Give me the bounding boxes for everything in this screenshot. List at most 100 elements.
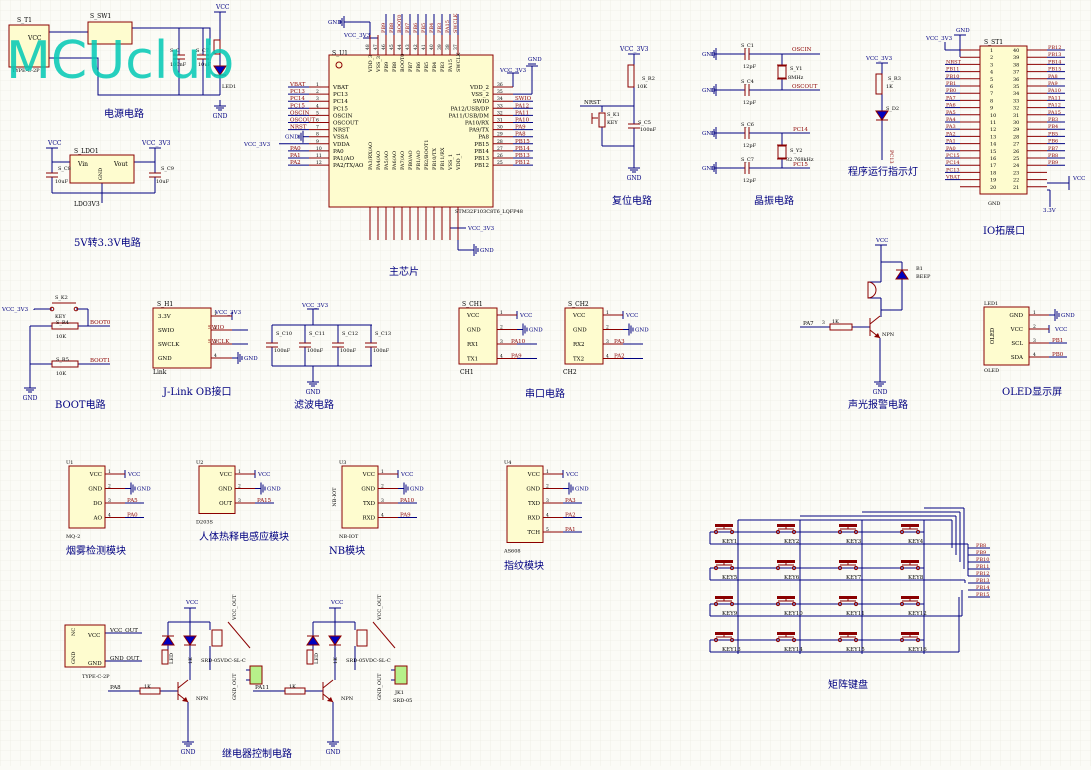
pin-name: PB6 bbox=[416, 62, 422, 72]
pir-module-body bbox=[198, 465, 236, 514]
pin-number: 5 bbox=[990, 77, 993, 83]
part-ref: S_K1 bbox=[607, 112, 620, 118]
pin-name: GND bbox=[98, 168, 104, 180]
part-ref: S_SW1 bbox=[90, 13, 111, 20]
part-ref: S_ST1 bbox=[984, 39, 1003, 46]
section-title-relay: 继电器控制电路 bbox=[222, 747, 292, 760]
net-label: PA1 bbox=[946, 139, 956, 145]
net-label: PA10 bbox=[511, 339, 526, 345]
section-title-crystal: 晶振电路 bbox=[754, 194, 794, 207]
key-button-cap bbox=[715, 596, 733, 599]
nb-module-body bbox=[341, 465, 379, 529]
resistor bbox=[829, 323, 853, 331]
relay-contact bbox=[227, 621, 251, 649]
fp-module-body bbox=[506, 465, 544, 543]
net-label: PB6 bbox=[1048, 139, 1058, 145]
pin-number: 38 bbox=[1013, 62, 1019, 68]
net-label: GND bbox=[575, 487, 589, 493]
pin-name: VCC bbox=[362, 472, 375, 478]
pin-name: PB14 bbox=[474, 149, 489, 155]
pin-name: PC14 bbox=[333, 99, 348, 105]
key-contact bbox=[775, 637, 781, 643]
net-label: PB9 bbox=[976, 550, 986, 556]
key-contact bbox=[899, 565, 905, 571]
key-contact bbox=[791, 637, 797, 643]
gnd-label: GND bbox=[702, 166, 716, 172]
key-button-cap bbox=[901, 632, 919, 635]
key-label: KEY12 bbox=[908, 611, 927, 617]
net-label: PB14 bbox=[976, 585, 989, 591]
gnd-label: GND bbox=[627, 175, 642, 182]
pin-number: 12 bbox=[316, 160, 322, 166]
gnd-label: GND bbox=[213, 113, 228, 120]
net-label: VBAT bbox=[945, 175, 961, 181]
key-contact bbox=[837, 565, 843, 571]
net-label: PB13 bbox=[976, 578, 989, 584]
gnd-label: GND bbox=[306, 389, 321, 396]
gnd-label: GND bbox=[873, 389, 888, 396]
part-value: Link bbox=[153, 369, 167, 376]
key-contact bbox=[853, 529, 859, 535]
net-label: PB10 bbox=[976, 557, 989, 563]
key-contact bbox=[729, 637, 735, 643]
key-button-cap bbox=[901, 524, 919, 527]
pin-number: 4 bbox=[500, 354, 503, 360]
vcc-label: VCC_3V3 bbox=[619, 46, 649, 53]
vcc-label: 3.3V bbox=[1043, 208, 1057, 214]
key-contact bbox=[899, 637, 905, 643]
key-label: KEY4 bbox=[908, 539, 924, 545]
pin-number: 9 bbox=[316, 139, 319, 145]
key-label: KEY8 bbox=[908, 575, 924, 581]
led-icon bbox=[328, 635, 342, 646]
pin-name: BOOT0 bbox=[400, 54, 406, 72]
net-label: VCC bbox=[519, 313, 532, 319]
part-value: 12pF bbox=[743, 100, 757, 106]
part-ref: S_C11 bbox=[309, 331, 325, 337]
net-label: PB0 bbox=[1052, 352, 1064, 358]
pin-name: NC bbox=[71, 628, 77, 636]
key-contact bbox=[899, 529, 905, 535]
net-label: PA11 bbox=[515, 110, 529, 116]
pin-name: VSS_1 bbox=[448, 154, 454, 171]
section-title-filter: 滤波电路 bbox=[294, 398, 334, 411]
vcc-label: VCC_3V3 bbox=[301, 303, 329, 309]
net-label: PA0 bbox=[127, 513, 138, 519]
vcc-label: VCC_3V3 bbox=[865, 56, 893, 62]
key-contact bbox=[713, 601, 719, 607]
part-ref: U1 bbox=[66, 460, 73, 466]
pin-number: 3 bbox=[238, 498, 241, 504]
net-label: VCC_3V3 bbox=[214, 310, 242, 316]
net-label: PB5 bbox=[421, 23, 427, 33]
pin-name: PA10/RX bbox=[465, 121, 489, 127]
key-contact bbox=[713, 565, 719, 571]
pin-number: 34 bbox=[497, 96, 503, 102]
key-button-cap bbox=[715, 560, 733, 563]
pin-number: 3 bbox=[500, 339, 503, 345]
pin-number: 3 bbox=[214, 339, 217, 345]
section-title-fp: 指纹模块 bbox=[504, 559, 544, 572]
section-title-mcu: 主芯片 bbox=[389, 265, 419, 278]
pin-name: VBAT bbox=[332, 85, 349, 91]
pin-name: GND bbox=[88, 487, 102, 493]
pin-name: GND bbox=[573, 328, 587, 334]
net-label: OSCOUT bbox=[290, 118, 316, 124]
led-icon bbox=[161, 635, 175, 646]
pin-number: 39 bbox=[437, 44, 443, 50]
part-side-label: NB-IOT bbox=[332, 487, 338, 507]
net-label: VCC bbox=[127, 472, 140, 478]
part-ref: S_C7 bbox=[196, 48, 209, 54]
net-label: VCC_OUT bbox=[232, 594, 238, 621]
mcu-body bbox=[328, 54, 494, 208]
pin-number: 4 bbox=[316, 103, 319, 109]
part-ref: S_C9 bbox=[161, 166, 174, 172]
pin-name: SWCLK bbox=[456, 52, 462, 72]
pin-name: RX2 bbox=[573, 342, 585, 348]
part-ref: S_C8 bbox=[58, 166, 71, 172]
resistor bbox=[213, 39, 221, 55]
pin-name: TXD bbox=[528, 501, 541, 507]
section-title-power: 电源电路 bbox=[104, 107, 144, 120]
section-title-jlink: J-Link OB接口 bbox=[162, 385, 231, 398]
key-contact bbox=[915, 637, 921, 643]
pin-number: 3 bbox=[108, 498, 111, 504]
part-value: 100nF bbox=[373, 348, 390, 354]
